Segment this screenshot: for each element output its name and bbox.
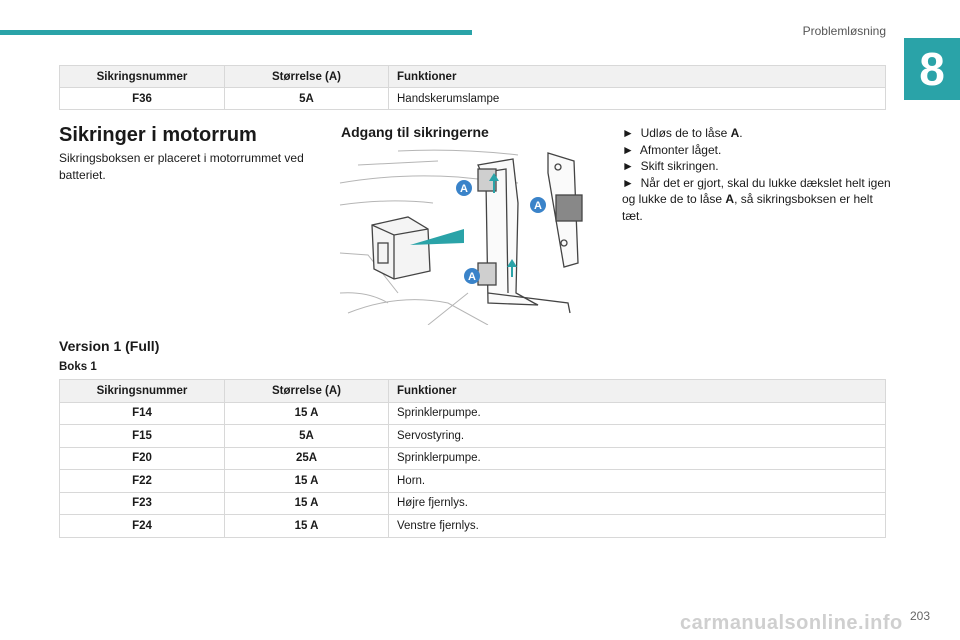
heading-version: Version 1 (Full): [59, 338, 160, 354]
table-row: F14 15 A Sprinklerpumpe.: [59, 401, 886, 425]
accent-bar: [0, 30, 472, 35]
fuse-function: Venstre fjernlys.: [388, 514, 886, 538]
fuse-table-box1: Sikringsnummer Størrelse (A) Funktioner …: [59, 379, 886, 538]
fuse-size: 5A: [224, 87, 389, 110]
table-row: F22 15 A Horn.: [59, 469, 886, 493]
lock-label-a: A: [456, 180, 472, 196]
heading-access: Adgang til sikringerne: [341, 124, 489, 140]
fuse-function: Sprinklerpumpe.: [388, 446, 886, 470]
fuse-number: F14: [59, 401, 225, 425]
table-header-row: Sikringsnummer Størrelse (A) Funktioner: [59, 379, 886, 403]
step-item: ► Når det er gjort, skal du lukke dæksle…: [622, 175, 892, 225]
step-item: ► Skift sikringen.: [622, 158, 892, 175]
section-title: Problemløsning: [802, 24, 886, 38]
fuse-size: 15 A: [224, 401, 389, 425]
fuse-function: Handskerumslampe: [388, 87, 886, 110]
page-number: 203: [909, 609, 930, 623]
table-header-row: Sikringsnummer Størrelse (A) Funktioner: [59, 65, 886, 88]
table-row: F24 15 A Venstre fjernlys.: [59, 514, 886, 538]
intro-paragraph: Sikringsboksen er placeret i motorrummet…: [59, 151, 304, 182]
fuse-number: F22: [59, 469, 225, 493]
fuse-number: F15: [59, 424, 225, 448]
fuse-function: Højre fjernlys.: [388, 491, 886, 515]
box-label: Boks 1: [59, 361, 97, 373]
svg-text:A: A: [534, 200, 542, 212]
step-bold: A: [730, 126, 740, 140]
svg-text:A: A: [468, 271, 476, 283]
fuse-table-top: Sikringsnummer Størrelse (A) Funktioner …: [59, 65, 886, 110]
step-marker: ►: [622, 159, 634, 173]
table-row: F36 5A Handskerumslampe: [59, 87, 886, 110]
step-item: ► Afmonter låget.: [622, 142, 892, 159]
column-header: Sikringsnummer: [59, 379, 225, 403]
step-marker: ►: [622, 142, 634, 157]
step-item: ► Udløs de to låse A.: [622, 125, 892, 142]
fuse-number: F20: [59, 446, 225, 470]
watermark: carmanualsonline.info: [680, 612, 903, 634]
fuse-function: Servostyring.: [388, 424, 886, 448]
table-row: F15 5A Servostyring.: [59, 424, 886, 448]
step-text: Når det er gjort, skal du lukke dækslet …: [622, 175, 891, 207]
svg-text:A: A: [460, 183, 468, 195]
step-text: .: [739, 126, 743, 140]
column-header: Funktioner: [388, 379, 886, 403]
step-marker: ►: [622, 126, 634, 140]
lock-label-a: A: [530, 197, 546, 213]
column-header: Sikringsnummer: [59, 65, 225, 88]
step-text: Skift sikringen.: [640, 159, 719, 173]
step-text: Afmonter låget.: [639, 142, 722, 157]
chapter-tab: 8: [904, 38, 960, 100]
step-text: Udløs de to låse: [640, 126, 731, 140]
fuse-number: F36: [59, 87, 225, 110]
instruction-steps: ► Udløs de to låse A. ► Afmonter låget. …: [622, 125, 892, 224]
fuse-function: Sprinklerpumpe.: [388, 401, 886, 425]
step-bold: A: [725, 192, 735, 206]
lock-label-a: A: [464, 268, 480, 284]
step-text: , så sikringsboksen er helt tæt.: [622, 192, 873, 223]
column-header: Funktioner: [388, 65, 886, 88]
fuse-number: F23: [59, 491, 225, 515]
fusebox-illustration: A A A: [339, 149, 583, 325]
fuse-size: 5A: [224, 424, 389, 448]
column-header: Størrelse (A): [224, 379, 389, 403]
column-header: Størrelse (A): [224, 65, 389, 88]
fuse-number: F24: [59, 514, 225, 538]
step-marker: ►: [622, 175, 634, 190]
fuse-size: 15 A: [224, 514, 389, 538]
fuse-size: 15 A: [224, 469, 389, 493]
fuse-size: 25A: [224, 446, 389, 470]
table-row: F20 25A Sprinklerpumpe.: [59, 446, 886, 470]
table-row: F23 15 A Højre fjernlys.: [59, 491, 886, 515]
fuse-function: Horn.: [388, 469, 886, 493]
heading-engine-fuses: Sikringer i motorrum: [59, 124, 257, 146]
fuse-size: 15 A: [224, 491, 389, 515]
